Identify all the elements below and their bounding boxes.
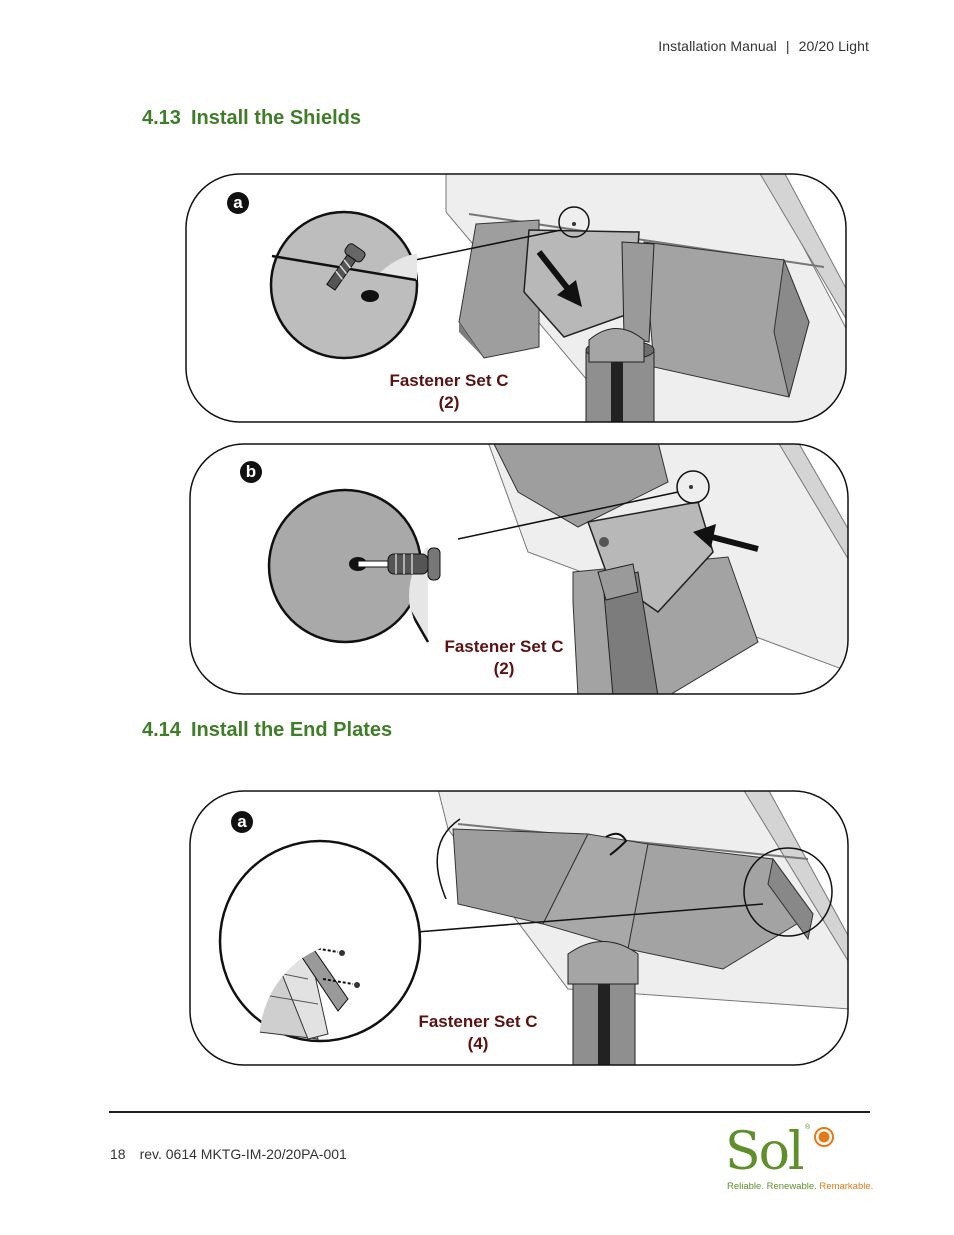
section-title-4-13: 4.13 Install the Shields (142, 107, 361, 130)
header-manual: Installation Manual (658, 38, 777, 54)
caption-line: Fastener Set C (389, 371, 509, 390)
figure-shields-b (188, 442, 850, 696)
section-heading: Install the Shields (190, 107, 361, 129)
end-plate-install-illustration (189, 790, 849, 1066)
tagline-accent: Remarkable. (819, 1181, 874, 1192)
registered-mark: ® (805, 1124, 811, 1131)
header-product: 20/20 Light (798, 38, 869, 54)
section-number: 4.14 (142, 719, 181, 741)
page-number: 18 (110, 1146, 126, 1162)
running-header: Installation Manual | 20/20 Light (658, 38, 869, 54)
footer-divider (109, 1111, 870, 1113)
logo-tagline: Reliable. Renewable. Remarkable. (727, 1181, 873, 1192)
figure-badge-b: b (240, 461, 262, 483)
section-heading: Install the End Plates (190, 719, 393, 741)
fastener-caption: Fastener Set C (2) (364, 370, 534, 414)
figure-badge-a: a (227, 192, 249, 214)
revision-code: rev. 0614 MKTG-IM-20/20PA-001 (139, 1146, 347, 1162)
figure-shields-a (184, 172, 848, 424)
caption-line: Fastener Set C (444, 637, 564, 656)
shield-install-illustration-a (185, 173, 847, 423)
section-title-4-14: 4.14 Install the End Plates (142, 719, 392, 742)
caption-count: (2) (493, 659, 515, 678)
header-separator: | (785, 38, 790, 54)
figure-badge-a: a (231, 811, 253, 833)
caption-count: (4) (467, 1034, 489, 1053)
sun-icon (814, 1127, 834, 1147)
tagline-main: Reliable. Renewable. (727, 1181, 817, 1192)
sol-logo: Sol ® Reliable. Renewable. Remarkable. (725, 1122, 873, 1194)
shield-install-illustration-b (189, 443, 849, 695)
section-number: 4.13 (142, 107, 181, 129)
fastener-caption: Fastener Set C (2) (419, 636, 589, 680)
footer: 18 rev. 0614 MKTG-IM-20/20PA-001 (110, 1146, 347, 1162)
caption-line: Fastener Set C (418, 1012, 538, 1031)
caption-count: (2) (438, 393, 460, 412)
fastener-caption: Fastener Set C (4) (393, 1011, 563, 1055)
figure-end-plates-a (188, 789, 850, 1067)
logo-wordmark: Sol (725, 1122, 805, 1182)
